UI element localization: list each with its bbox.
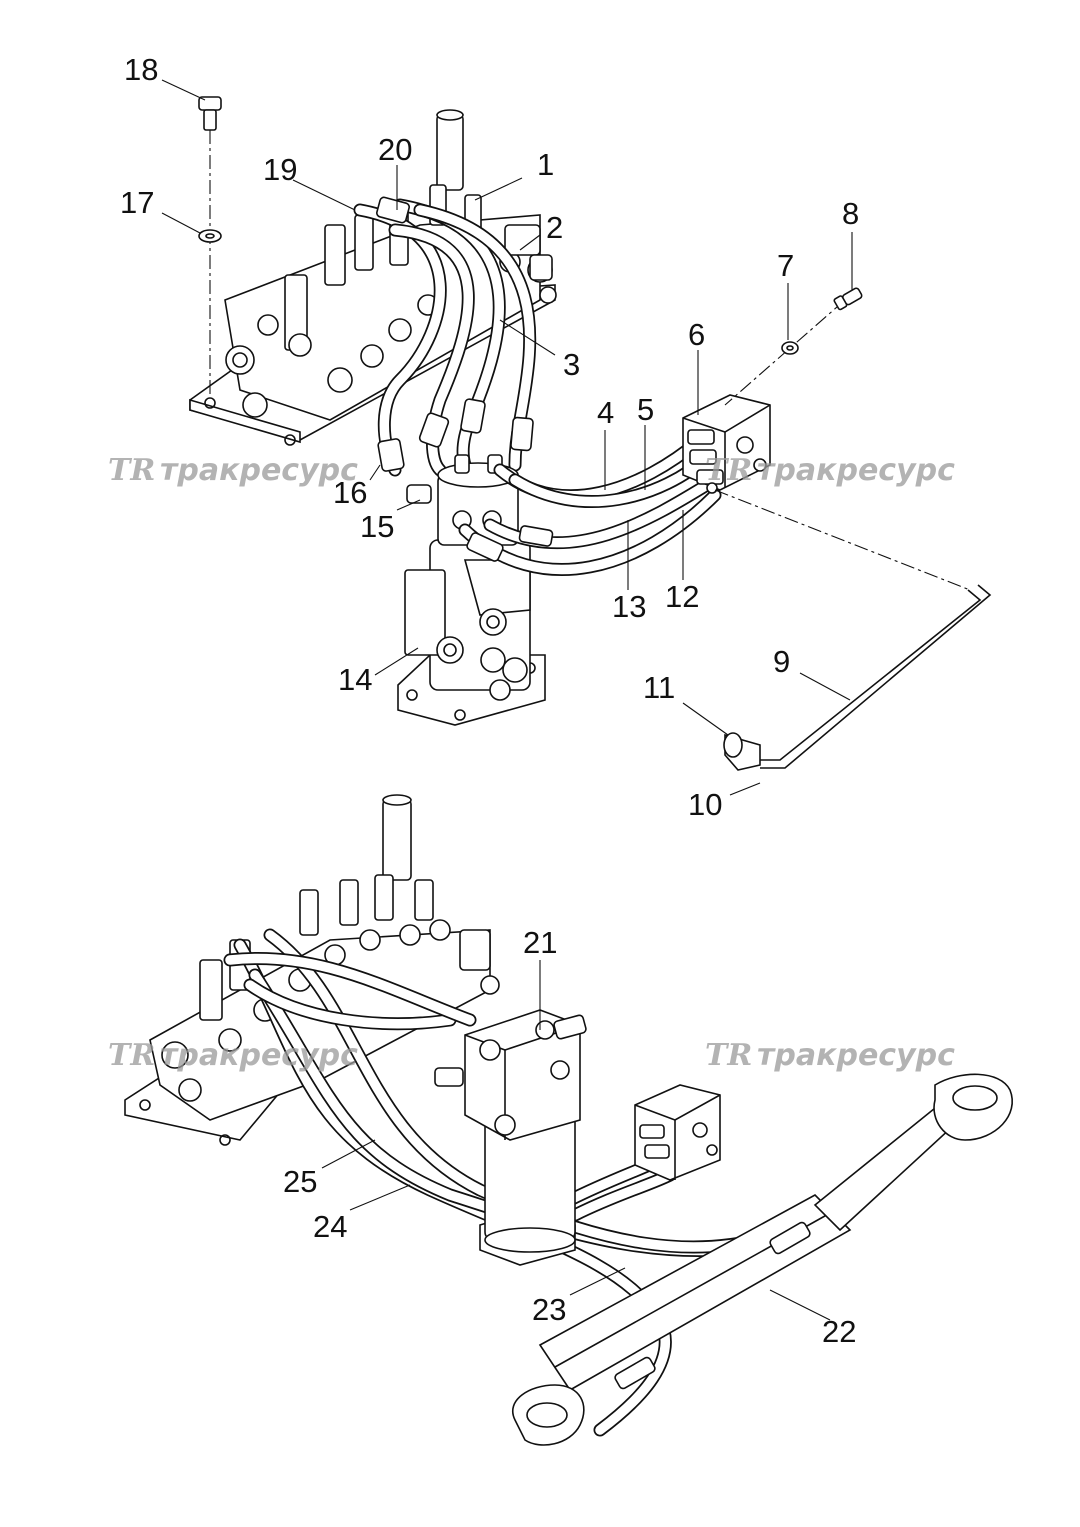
part-number: 19: [263, 152, 297, 187]
bracket-rod: [723, 584, 992, 771]
watermark-upper-left: TR тракресурс: [108, 453, 358, 488]
part-number: 8: [842, 196, 859, 231]
part-number-labels: 18 17 19 20 1 2 3 4 5 6 7 8 9 11 10 12 1…: [120, 52, 859, 1349]
part-number: 24: [313, 1209, 347, 1244]
watermark-lower-left: TR тракресурс: [108, 1038, 358, 1073]
part-number: 7: [777, 248, 794, 283]
upper-cross-hoses: [458, 433, 722, 577]
lower-distribution-block: [634, 1084, 721, 1181]
upper-swivel-joint: [397, 454, 546, 726]
upper-hoses: [353, 196, 537, 477]
watermark-logo: TR: [108, 1038, 155, 1073]
part-number: 3: [563, 347, 580, 382]
watermark-logo: TR: [705, 1038, 752, 1073]
part-number: 6: [688, 317, 705, 352]
lower-swivel-joint: [434, 1009, 587, 1266]
watermark-text: тракресурс: [757, 1038, 955, 1073]
part-number: 1: [537, 147, 554, 182]
part-number: 15: [360, 509, 394, 544]
distribution-block: [682, 394, 771, 494]
part-number: 13: [612, 589, 646, 624]
bolt-and-washer: [198, 96, 222, 243]
part-number: 17: [120, 185, 154, 220]
part-number: 4: [597, 395, 614, 430]
watermark-lower-right: TR тракресурс: [705, 1038, 955, 1073]
part-number: 12: [665, 579, 699, 614]
watermark-text: тракресурс: [757, 453, 955, 488]
part-number: 5: [637, 392, 654, 427]
lower-control-valve: [124, 794, 500, 1146]
part-number: 22: [822, 1314, 856, 1349]
part-number: 18: [124, 52, 158, 87]
part-number: 20: [378, 132, 412, 167]
part-number: 11: [643, 670, 675, 705]
part-number: 25: [283, 1164, 317, 1199]
watermark-logo: TR: [108, 453, 155, 488]
part-number: 2: [546, 210, 563, 245]
part-number: 14: [338, 662, 372, 697]
leader-lines: [161, 79, 853, 1321]
part-number: 16: [333, 475, 367, 510]
part-number: 21: [523, 925, 557, 960]
part-number: 23: [532, 1292, 566, 1327]
watermark-upper-right: TR тракресурс: [705, 453, 955, 488]
watermark-text: тракресурс: [160, 1038, 358, 1073]
hydraulic-cylinder: [512, 1073, 1013, 1446]
part-number: 9: [773, 644, 790, 679]
watermark-text: тракресурс: [160, 453, 358, 488]
watermark-logo: TR: [705, 453, 752, 488]
bolt-and-washer-8-7: [781, 287, 863, 355]
part-number: 10: [688, 787, 722, 822]
